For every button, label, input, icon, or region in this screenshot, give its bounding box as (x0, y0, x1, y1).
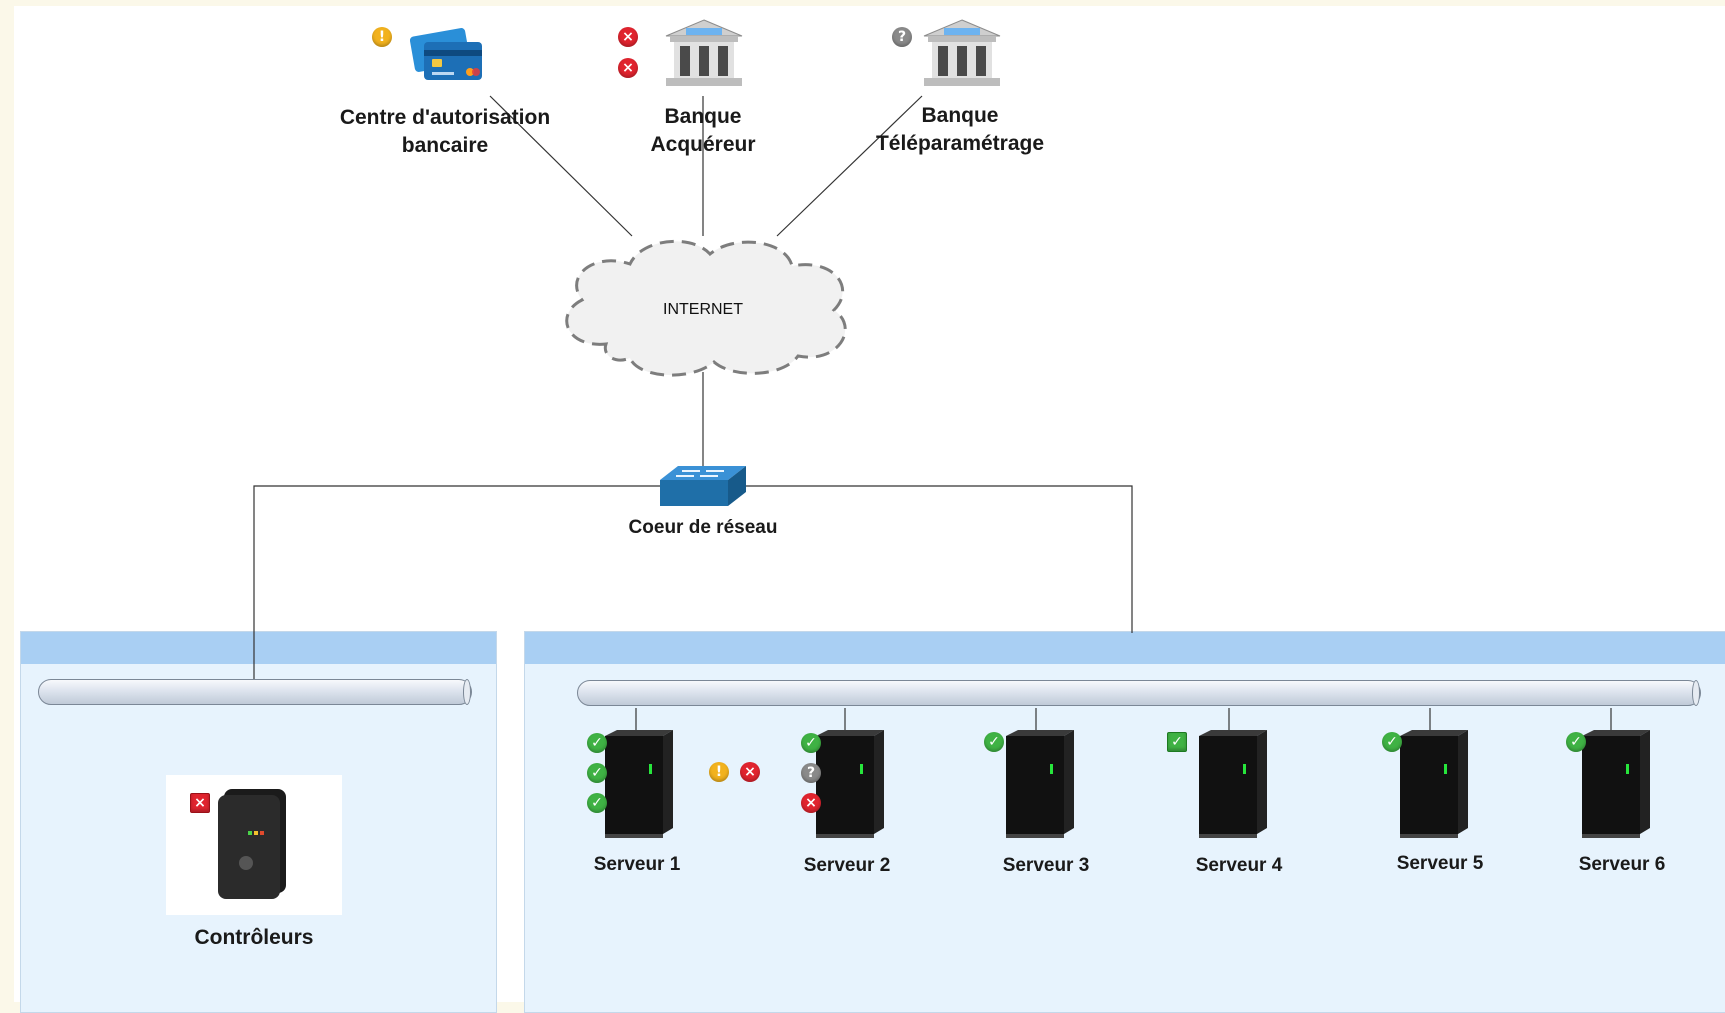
servers-bus (577, 680, 1701, 706)
server-label: Serveur 4 (1195, 855, 1283, 876)
warning-status-icon[interactable]: ! (709, 762, 729, 782)
acquirer-bank-label: Banque Acquéreur (650, 105, 756, 156)
error-checkbox-icon[interactable]: × (190, 793, 210, 813)
controllers-label: Contrôleurs (194, 926, 314, 949)
ok-status-icon[interactable]: ✓ (1566, 732, 1586, 752)
link-core-servers (746, 485, 1133, 633)
controllers-card[interactable]: × (166, 775, 342, 915)
network-switch-icon[interactable] (658, 462, 748, 515)
server-icon[interactable] (595, 730, 675, 842)
server-icon[interactable] (1390, 730, 1470, 842)
server-label: Serveur 2 (803, 855, 891, 876)
ok-status-icon[interactable]: ✓ (1382, 732, 1402, 752)
ok-checkbox-icon[interactable]: ✓ (1167, 732, 1187, 752)
credit-card-icon[interactable] (409, 28, 486, 89)
zone-controllers-header (21, 632, 496, 664)
link-param-internet (776, 95, 923, 237)
controller-device-icon (214, 785, 294, 906)
server-label: Serveur 1 (593, 854, 681, 875)
server-label: Serveur 3 (1002, 855, 1090, 876)
server-icon[interactable] (1189, 730, 1269, 842)
ok-status-icon[interactable]: ✓ (587, 793, 607, 813)
internet-label: INTERNET (663, 301, 743, 318)
error-status-icon[interactable]: × (618, 58, 638, 78)
server-icon[interactable] (996, 730, 1076, 842)
server-icon[interactable] (1572, 730, 1652, 842)
controllers-bus (38, 679, 472, 705)
server-icon[interactable] (806, 730, 886, 842)
ok-status-icon[interactable]: ✓ (984, 732, 1004, 752)
unknown-status-icon[interactable]: ? (892, 27, 912, 47)
error-status-icon[interactable]: × (618, 27, 638, 47)
server-label: Serveur 6 (1578, 854, 1666, 875)
unknown-status-icon[interactable]: ? (801, 763, 821, 783)
link-core-controllers (253, 485, 660, 680)
core-label: Coeur de réseau (628, 517, 778, 538)
zone-servers-header (525, 632, 1725, 664)
server-label: Serveur 5 (1396, 853, 1484, 874)
bank-building-icon[interactable] (662, 18, 746, 95)
error-status-icon[interactable]: × (740, 762, 760, 782)
warning-status-icon[interactable]: ! (372, 27, 392, 47)
ok-status-icon[interactable]: ✓ (587, 733, 607, 753)
bank-building-icon[interactable] (920, 18, 1004, 95)
param-bank-label: Banque Téléparamétrage (875, 104, 1045, 155)
error-status-icon[interactable]: × (801, 793, 821, 813)
link-auth-internet (489, 95, 633, 237)
auth-center-label: Centre d'autorisation bancaire (339, 106, 551, 157)
ok-status-icon[interactable]: ✓ (587, 763, 607, 783)
cloud-icon[interactable] (546, 232, 862, 385)
ok-status-icon[interactable]: ✓ (801, 733, 821, 753)
